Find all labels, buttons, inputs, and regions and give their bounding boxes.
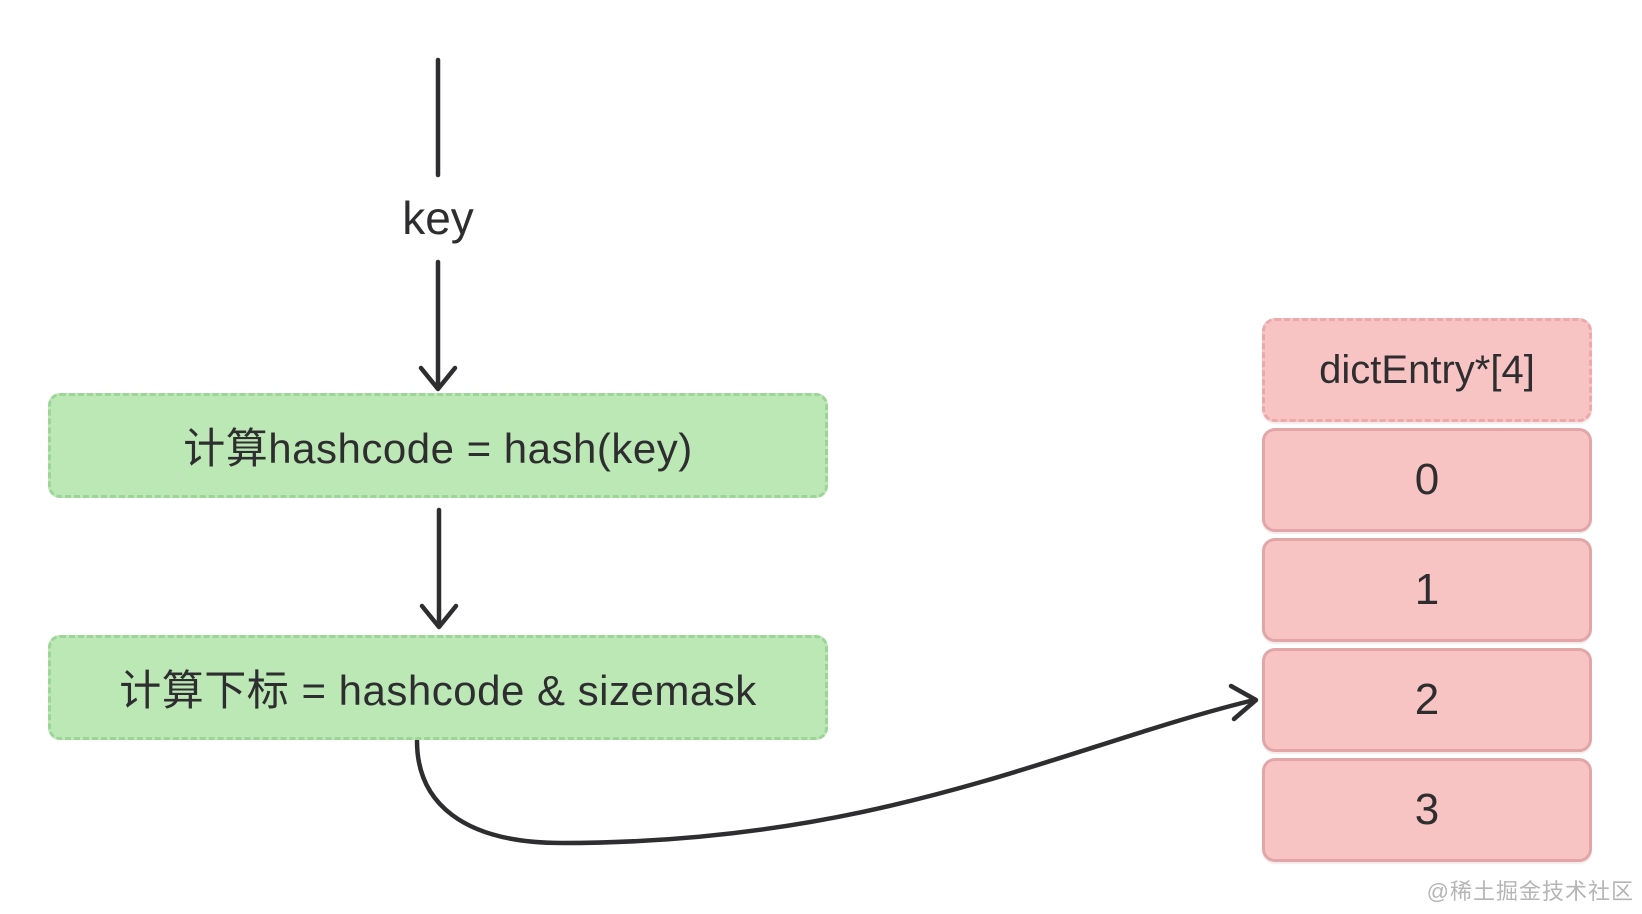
bucket-row-3: 3	[1262, 758, 1592, 862]
arrow-key-to-step1	[418, 259, 458, 392]
bucket-row-0: 0	[1262, 428, 1592, 532]
step1-hashcode-box: 计算hashcode = hash(key)	[48, 393, 828, 498]
bucket-row-2: 2	[1262, 648, 1592, 752]
array-header: dictEntry*[4]	[1262, 318, 1592, 422]
step2-index-box: 计算下标 = hashcode & sizemask	[48, 635, 828, 740]
arrow-step1-to-step2	[419, 507, 459, 630]
watermark: @稀土掘金技术社区	[1426, 879, 1634, 904]
dict-entry-array: dictEntry*[4] 0 1 2 3	[1262, 318, 1592, 868]
bucket-row-1: 1	[1262, 538, 1592, 642]
key-label: key	[402, 192, 474, 244]
